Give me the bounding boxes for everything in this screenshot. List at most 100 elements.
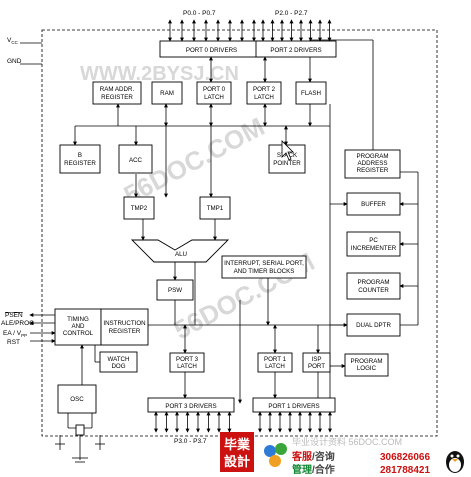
alu-block	[130, 239, 230, 263]
instruction-register-label-1: INSTRUCTION	[103, 320, 145, 327]
psen-label: PSEN	[5, 312, 23, 319]
instruction-register-block	[100, 308, 149, 346]
footer-logo-box	[220, 432, 254, 472]
pin-labels: VCC GND P0.0 - P0.7 P2.0 - P2.7 P3.0 - P…	[1, 10, 308, 445]
watchdog-label-1: WATCH	[108, 356, 130, 363]
b-register-label-2: REGISTER	[64, 160, 96, 167]
program-counter-label-2: COUNTER	[358, 287, 389, 294]
port1-drivers-block	[252, 397, 336, 413]
isp-port-block	[302, 352, 331, 373]
tmp1-block	[199, 196, 231, 220]
program-counter-block	[346, 272, 401, 300]
p2-range-label: P2.0 - P2.7	[275, 10, 308, 17]
osc-block	[57, 384, 97, 414]
isp-port-label-2: PORT	[308, 363, 325, 370]
ram-addr-label-2: REGISTER	[101, 94, 133, 101]
ale-prog-label: ALE/PROG	[1, 320, 34, 327]
instruction-register-label-2: REGISTER	[109, 328, 141, 335]
dual-dptr-label: DUAL DPTR	[356, 322, 391, 329]
dual-dptr-block	[346, 313, 401, 337]
ea-vpp-label: EA / VPP	[3, 330, 27, 338]
ram-addr-register-block	[92, 81, 142, 105]
timing-label-1: TIMING	[67, 316, 89, 323]
p3-range-label: P3.0 - P3.7	[174, 438, 207, 445]
program-counter-label-1: PROGRAM	[358, 279, 390, 286]
watchdog-label-2: DOG	[111, 363, 125, 370]
penguin-icon	[446, 451, 464, 473]
pc-incrementer-block	[346, 231, 401, 257]
gnd-label: GND	[7, 58, 22, 65]
port3-drivers-block	[147, 397, 235, 413]
footer-kefu: 客服/咨询	[291, 450, 335, 463]
tmp2-label: TMP2	[131, 205, 148, 212]
crystal-block	[75, 424, 85, 436]
program-logic-label-1: PROGRAM	[351, 358, 383, 365]
b-register-block	[59, 144, 101, 174]
watchdog-block	[99, 351, 138, 373]
flash-block	[295, 81, 327, 105]
ram-label: RAM	[160, 90, 174, 97]
footer-site-text: 毕业设计资料 56DOC.COM	[292, 436, 402, 447]
program-address-register-block	[344, 149, 401, 179]
port2-latch-block	[246, 81, 282, 105]
acc-label: ACC	[129, 157, 143, 164]
port0-drivers-label: PORT 0 DRIVERS	[186, 47, 237, 54]
p0-range-label: P0.0 - P0.7	[183, 10, 216, 17]
flash-label: FLASH	[301, 90, 321, 97]
cursor-icon	[281, 140, 294, 161]
port0-latch-label-1: PORT 0	[203, 86, 226, 93]
port1-latch-label-2: LATCH	[265, 363, 285, 370]
isp-port-label-1: ISP	[312, 356, 322, 363]
port0-latch-label-2: LATCH	[204, 94, 224, 101]
ram-block	[151, 81, 183, 105]
footer-logo-line2: 設計	[224, 454, 250, 469]
footer-qq1: 306826066	[380, 452, 430, 463]
chip-boundary	[41, 29, 438, 437]
prog-addr-label-2: ADDRESS	[358, 160, 388, 167]
tmp1-label: TMP1	[207, 205, 224, 212]
vcc-label: VCC	[7, 37, 19, 45]
interrupt-label-2: AND TIMER BLOCKS	[234, 268, 295, 275]
rst-label: RST	[7, 339, 20, 346]
port3-latch-block	[169, 352, 205, 373]
buffer-block	[346, 192, 401, 216]
footer-manage: 管理/合作	[292, 463, 335, 476]
port1-latch-block	[257, 352, 293, 373]
port2-drivers-label: PORT 2 DRIVERS	[270, 47, 321, 54]
prog-addr-label-3: REGISTER	[357, 167, 389, 174]
psw-block	[156, 279, 194, 301]
osc-label: OSC	[70, 396, 84, 403]
psw-label: PSW	[168, 287, 182, 294]
port2-latch-label-2: LATCH	[254, 94, 274, 101]
port0-latch-block	[196, 81, 232, 105]
port2-latch-label-1: PORT 2	[253, 86, 276, 93]
ram-addr-label-1: RAM ADDR.	[100, 86, 135, 93]
port3-drivers-label: PORT 3 DRIVERS	[165, 403, 216, 410]
timing-label-2: AND	[71, 323, 85, 330]
program-logic-block	[344, 353, 389, 377]
pc-incrementer-label-2: INCREMENTER	[351, 245, 397, 252]
footer-qq2: 281788421	[380, 465, 430, 476]
watermark-top: WWW.2BYSJ.CN	[80, 63, 239, 85]
footer-logo-line1: 毕業	[224, 437, 251, 452]
acc-block	[118, 144, 153, 174]
timing-label-3: CONTROL	[63, 330, 94, 337]
stack-pointer-label-2: POINTER	[273, 160, 301, 167]
interrupt-serial-timer-block	[221, 255, 307, 279]
b-register-label-1: B	[78, 152, 82, 159]
footer-banner: 毕業 設計 毕业设计资料 56DOC.COM 客服/咨询 管理/合作 30682…	[220, 432, 464, 476]
timing-control-block	[54, 308, 102, 346]
port3-latch-label-2: LATCH	[177, 363, 197, 370]
port1-latch-label-1: PORT 1	[264, 356, 287, 363]
tmp2-block	[123, 196, 155, 220]
people-icon	[264, 443, 287, 467]
block-labels: PORT 0 DRIVERS PORT 2 DRIVERS RAM ADDR. …	[63, 47, 397, 410]
blocks	[54, 40, 401, 436]
port3-latch-label-1: PORT 3	[176, 356, 199, 363]
interrupt-label-1: INTERRUPT, SERIAL PORT,	[224, 260, 304, 267]
prog-addr-label-1: PROGRAM	[357, 153, 389, 160]
program-logic-label-2: LOGIC	[357, 365, 377, 372]
port1-drivers-label: PORT 1 DRIVERS	[268, 403, 319, 410]
buffer-label: BUFFER	[361, 201, 386, 208]
